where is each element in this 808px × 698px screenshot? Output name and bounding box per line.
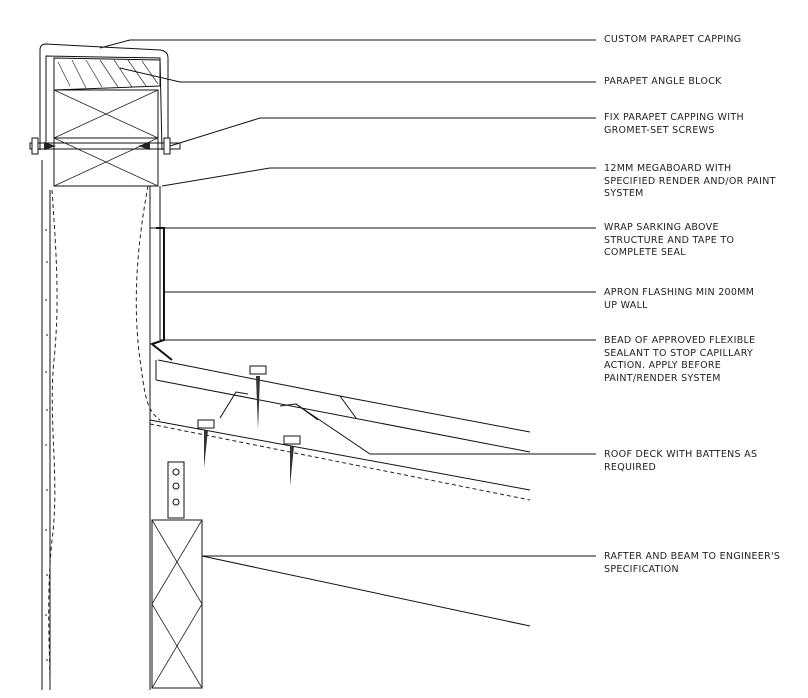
parapet-angle-block-label: PARAPET ANGLE BLOCK — [604, 76, 722, 87]
left-wall — [41, 160, 58, 691]
gromet-screws — [29, 137, 181, 155]
wrap-sarking-label: WRAP SARKING ABOVE STRUCTURE AND TAPE TO… — [604, 222, 735, 258]
bead-sealant-label: BEAD OF APPROVED FLEXIBLE SEALANT TO STO… — [604, 335, 756, 384]
leader-lines — [99, 39, 596, 557]
rafter-beam-label: RAFTER AND BEAM TO ENGINEER'S SPECIFICAT… — [604, 551, 781, 575]
apron-flashing-label: APRON FLASHING MIN 200MM UP WALL — [604, 287, 755, 311]
roof-deck — [149, 359, 531, 501]
bracket-plate — [167, 461, 185, 519]
custom-parapet-capping-label: CUSTOM PARAPET CAPPING — [604, 34, 742, 45]
megaboard-label: 12MM MEGABOARD WITH SPECIFIED RENDER AND… — [604, 163, 776, 199]
fix-parapet-capping-label: FIX PARAPET CAPPING WITH GROMET-SET SCRE… — [604, 112, 744, 136]
roof-screws — [197, 365, 301, 486]
parapet-framing — [53, 89, 159, 187]
roof-deck-label: ROOF DECK WITH BATTENS AS REQUIRED — [604, 449, 758, 473]
megaboard-wall — [135, 185, 161, 690]
rafter-beam — [151, 519, 531, 689]
